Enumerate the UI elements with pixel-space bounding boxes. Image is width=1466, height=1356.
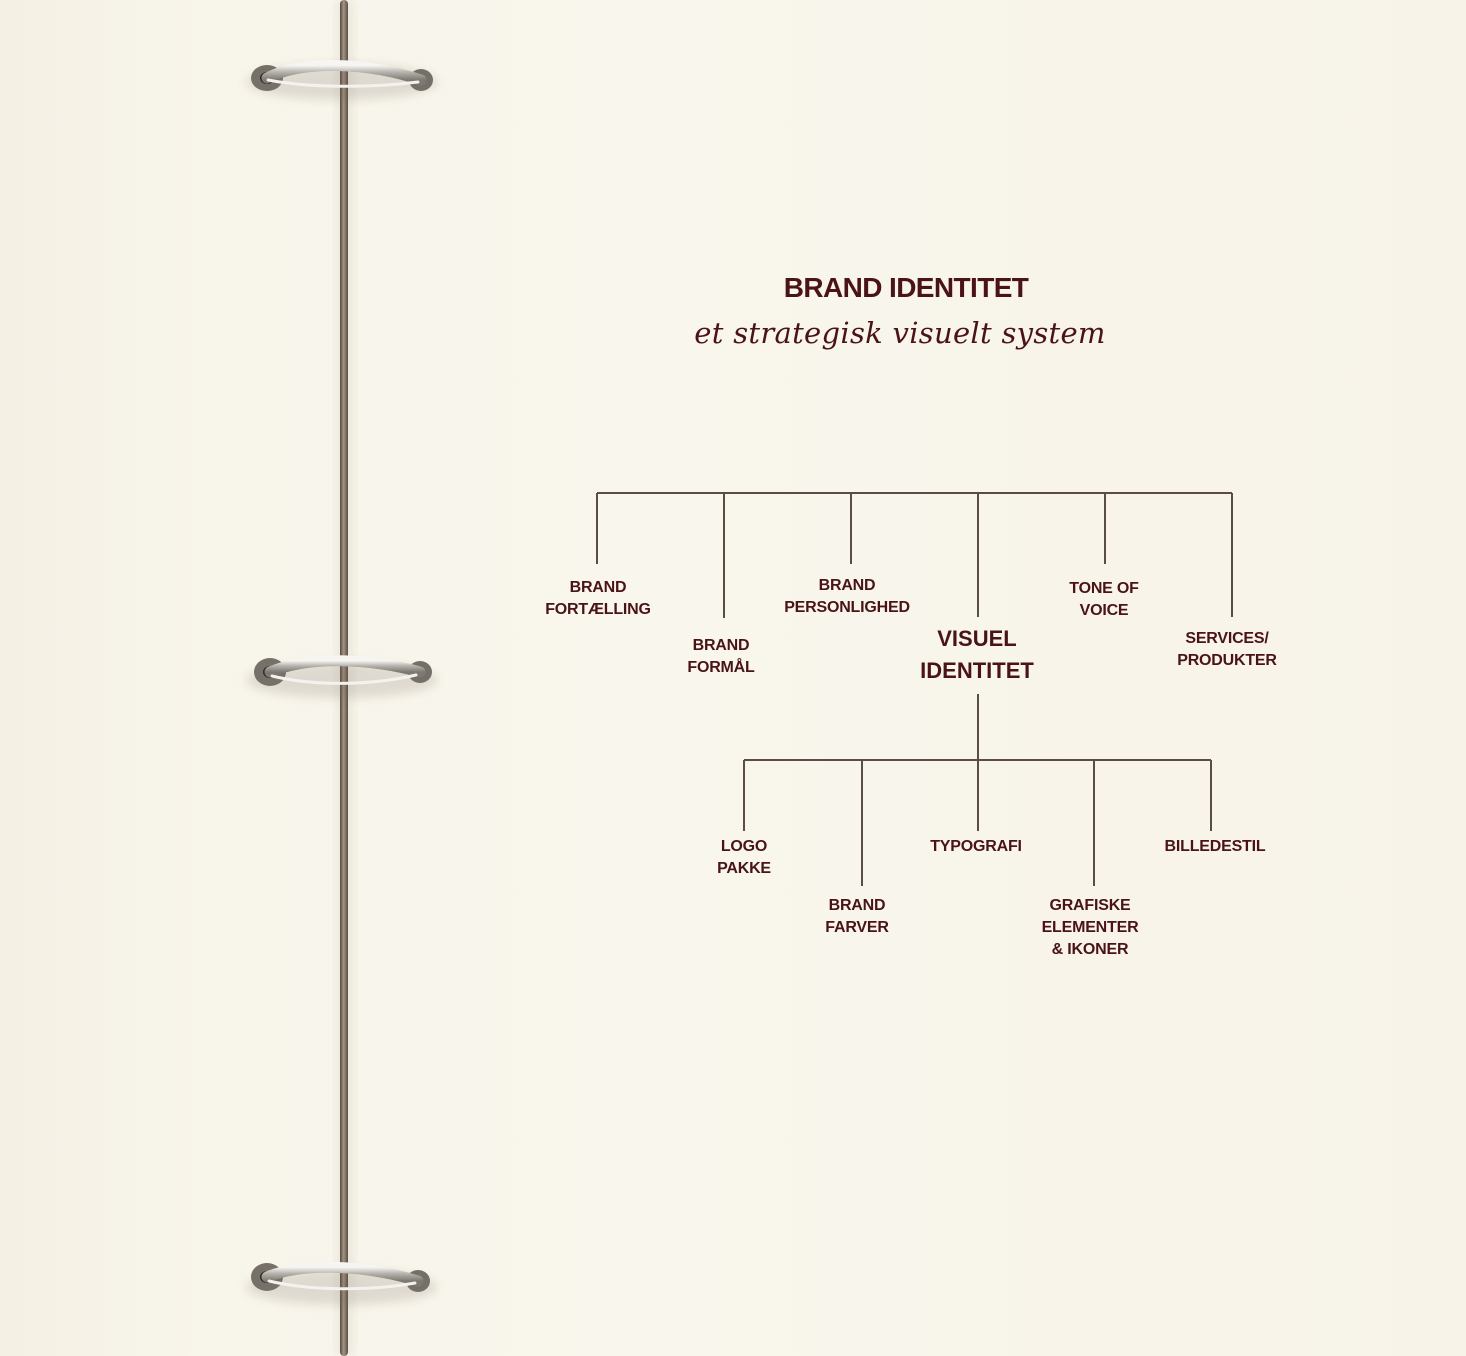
node-brand-farver: BRAND FARVER	[825, 897, 889, 936]
node-brand-fortaelling: BRAND FORTÆLLING	[545, 579, 651, 618]
binder-ring-bottom	[246, 1261, 438, 1305]
diagram-title: BRAND IDENTITET	[783, 272, 1029, 303]
node-grafiske-elementer: GRAFISKE ELEMENTER & IKONER	[1041, 897, 1139, 958]
node-visuel-identitet: VISUEL IDENTITET	[920, 626, 1034, 683]
node-brand-personlighed: BRAND PERSONLIGHED	[784, 577, 910, 616]
node-typografi: TYPOGRAFI	[930, 838, 1022, 855]
node-brand-formal: BRAND FORMÅL	[687, 637, 755, 676]
diagram-subtitle: et strategisk visuelt system	[694, 316, 1106, 350]
node-services-produkter: SERVICES/ PRODUKTER	[1177, 630, 1277, 669]
binder-ring-middle	[246, 655, 438, 698]
node-tone-of-voice: TONE OF VOICE	[1069, 580, 1139, 619]
node-billedestil: BILLEDESTIL	[1164, 838, 1266, 855]
binder-ring-top	[246, 60, 438, 100]
node-logo-pakke: LOGO PAKKE	[717, 838, 771, 877]
